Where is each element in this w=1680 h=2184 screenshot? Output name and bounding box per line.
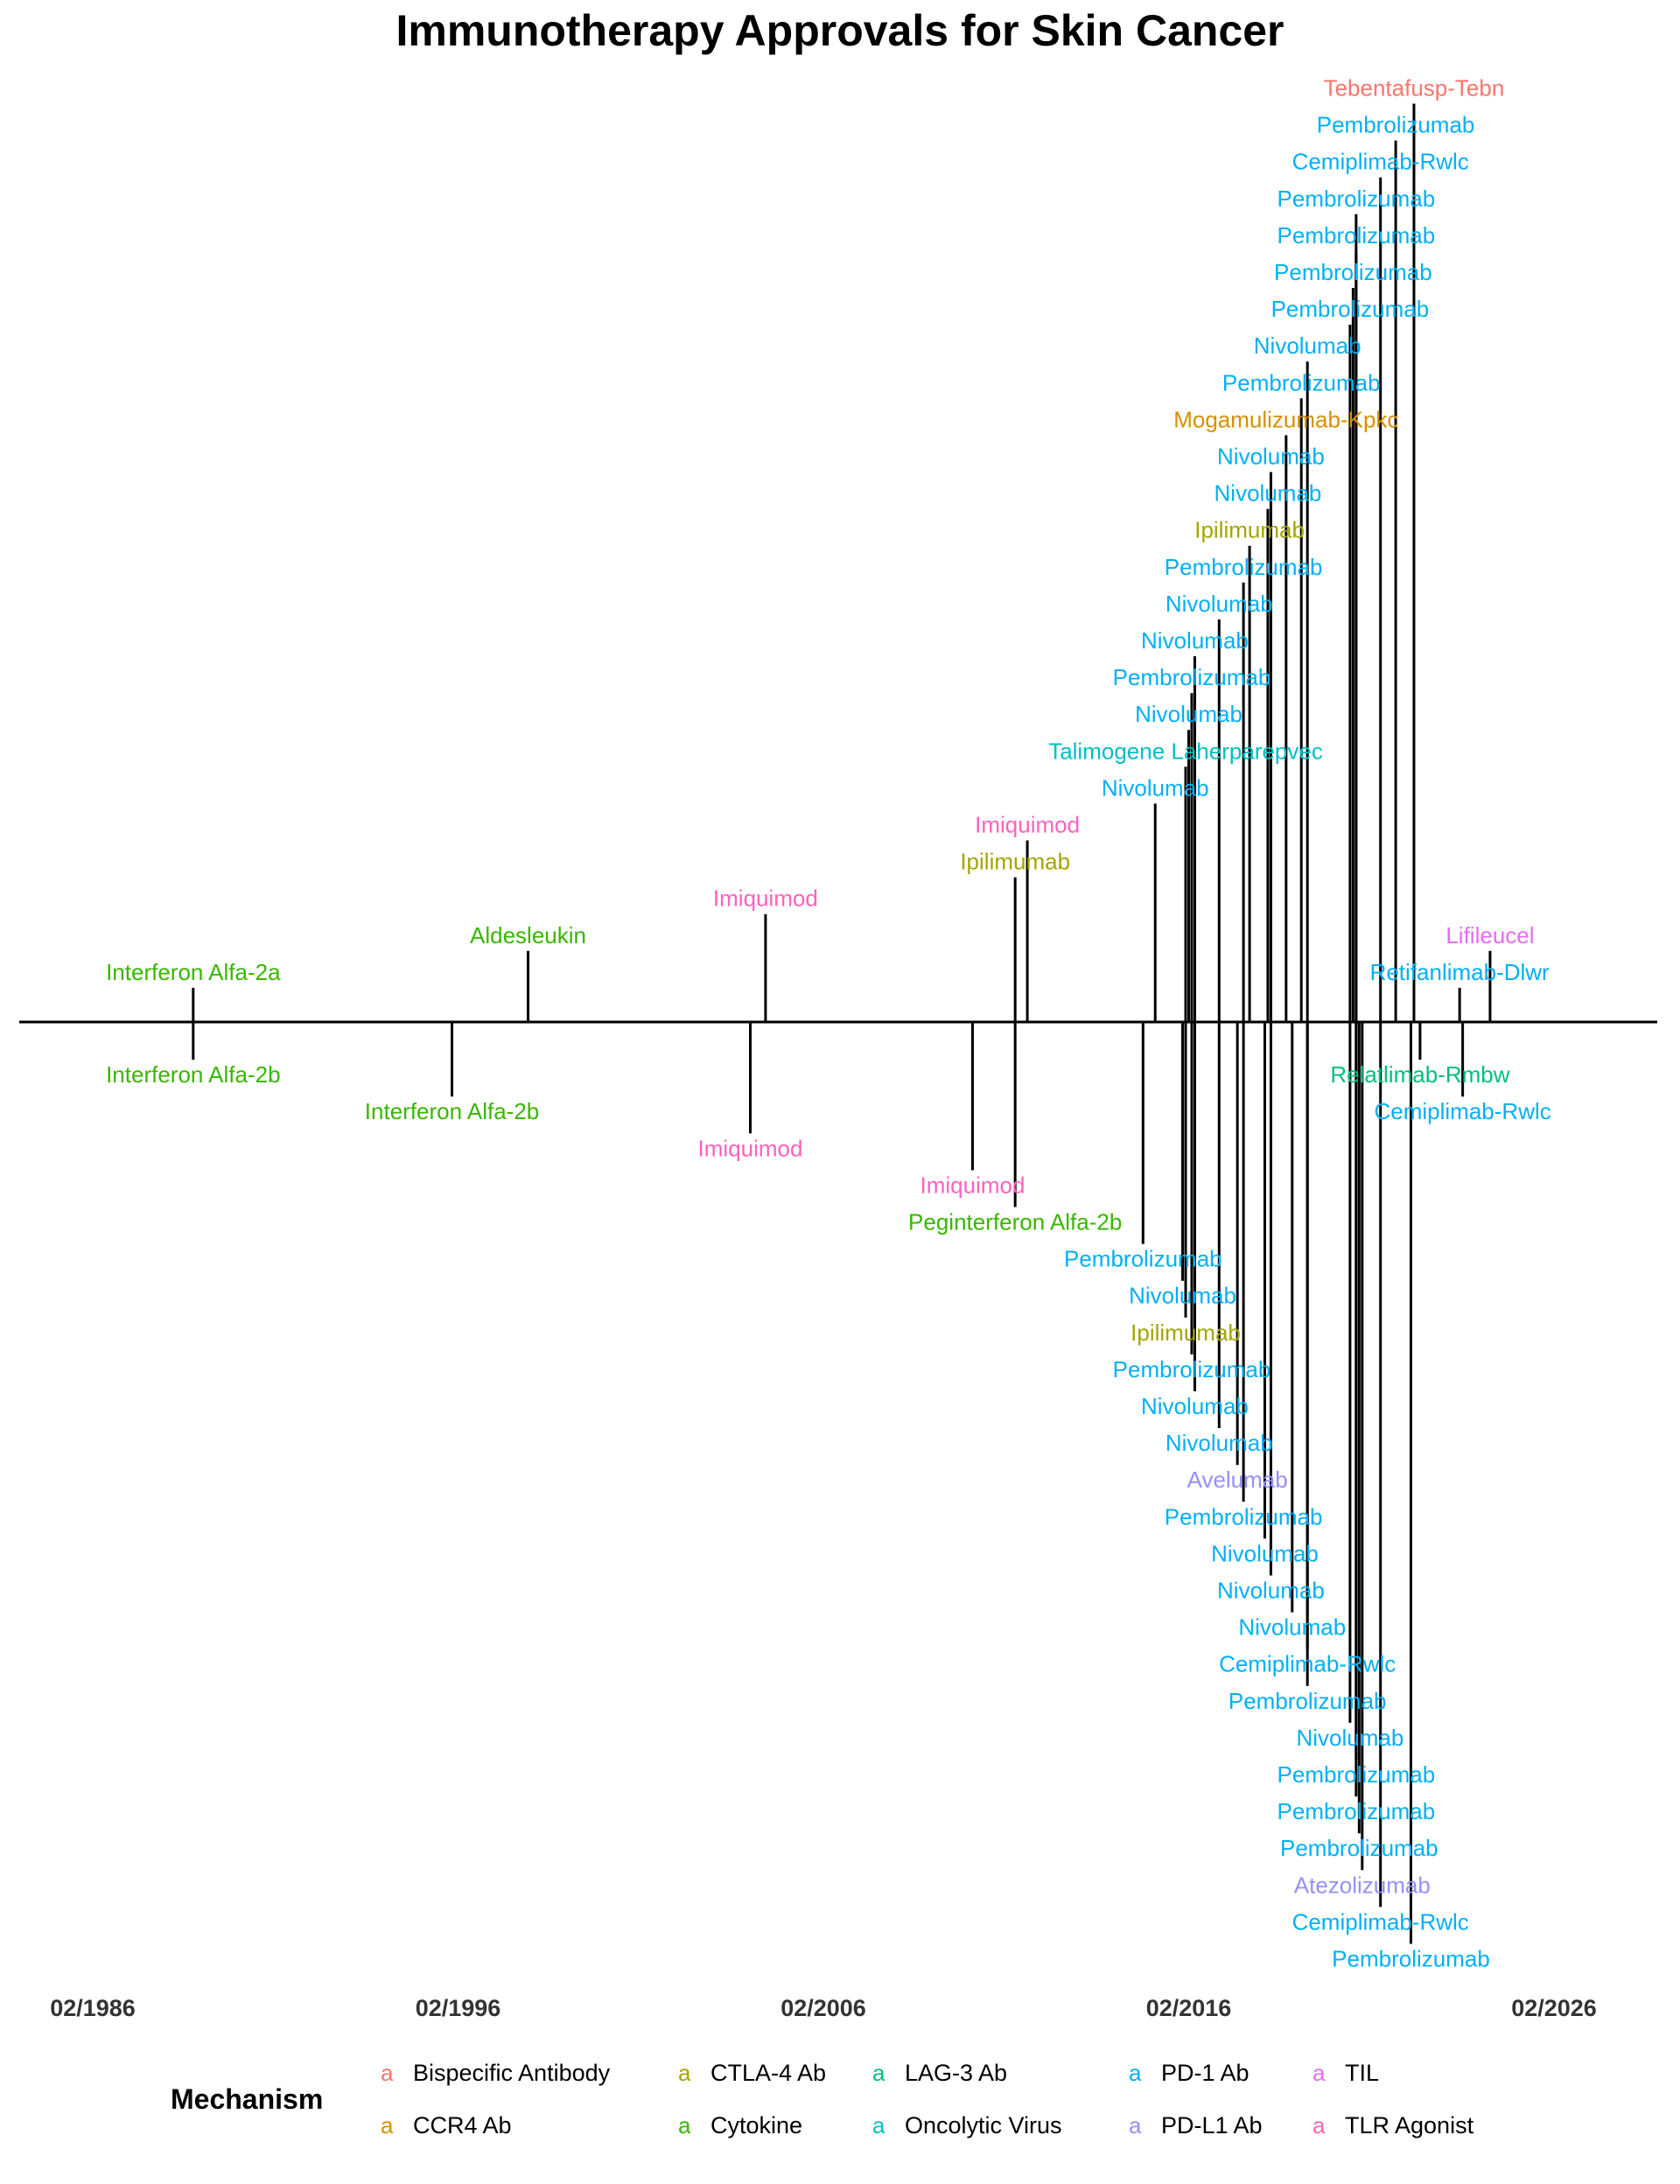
legend-label: PD-L1 Ab: [1161, 2112, 1263, 2138]
event-label: Cemiplimab-Rwlc: [1292, 149, 1469, 175]
legend-item: a TLR Agonist: [1312, 2112, 1474, 2138]
event-label: Pembrolizumab: [1278, 222, 1436, 248]
legend-label: Cytokine: [710, 2112, 802, 2138]
legend-key-glyph: a: [1129, 2060, 1142, 2086]
legend-item: a PD-1 Ab: [1129, 2060, 1250, 2086]
event-label: Imiquimod: [698, 1135, 803, 1161]
legend-item: a TIL: [1312, 2060, 1379, 2086]
event-label: Interferon Alfa-2a: [106, 959, 281, 985]
legend-label: Oncolytic Virus: [905, 2112, 1062, 2138]
event-label: Pembrolizumab: [1332, 1946, 1490, 1972]
event-label: Peginterferon Alfa-2b: [908, 1209, 1122, 1236]
event-label: Pembrolizumab: [1278, 1798, 1436, 1824]
x-tick-label: 02/2026: [1511, 1995, 1597, 2021]
event-label: Lifileucel: [1446, 922, 1534, 948]
legend-title: Mechanism: [171, 2083, 323, 2115]
event-stems: [192, 103, 1492, 1944]
legend-label: CTLA-4 Ab: [710, 2060, 826, 2086]
event-label: Pembrolizumab: [1317, 112, 1475, 138]
legend-item: a Oncolytic Virus: [872, 2112, 1062, 2138]
event-label: Pembrolizumab: [1113, 664, 1271, 690]
legend-label: TIL: [1345, 2060, 1379, 2086]
event-label: Nivolumab: [1238, 1614, 1346, 1641]
event-label: Cemiplimab-Rwlc: [1375, 1098, 1551, 1124]
event-label: Imiquimod: [713, 886, 818, 912]
event-label: Cemiplimab-Rwlc: [1219, 1651, 1396, 1677]
event-label: Pembrolizumab: [1113, 1356, 1271, 1382]
event-label: Nivolumab: [1254, 332, 1362, 359]
legend-key-glyph: a: [678, 2112, 691, 2138]
x-axis-ticks: 02/1986 02/1996 02/2006 02/2016 02/2026: [50, 1995, 1597, 2021]
legend-label: TLR Agonist: [1345, 2112, 1474, 2138]
event-label: Nivolumab: [1211, 1540, 1319, 1566]
event-label: Aldesleukin: [470, 922, 586, 948]
chart-title: Immunotherapy Approvals for Skin Cancer: [396, 6, 1284, 55]
event-label: Atezolizumab: [1294, 1872, 1431, 1898]
event-label: Mogamulizumab-Kpkc: [1173, 406, 1398, 432]
event-label: Imiquimod: [975, 812, 1080, 838]
event-label: Retifanlimab-Dlwr: [1370, 959, 1550, 985]
event-label: Pembrolizumab: [1064, 1246, 1222, 1272]
legend-key-glyph: a: [381, 2112, 394, 2138]
legend-key-glyph: a: [1129, 2112, 1142, 2138]
x-tick-label: 02/2006: [780, 1995, 866, 2021]
event-label: Interferon Alfa-2b: [106, 1061, 280, 1088]
legend-item: a Cytokine: [678, 2112, 802, 2138]
legend-item: a CTLA-4 Ab: [678, 2060, 826, 2086]
event-label: Nivolumab: [1135, 701, 1242, 727]
event-label: Tebentafusp-Tebn: [1324, 75, 1505, 102]
event-label: Pembrolizumab: [1278, 186, 1436, 212]
event-label: Nivolumab: [1214, 480, 1322, 507]
event-label: Pembrolizumab: [1165, 554, 1323, 580]
legend-item: a CCR4 Ab: [381, 2112, 512, 2138]
legend-key-glyph: a: [381, 2060, 394, 2086]
event-label: Nivolumab: [1129, 1283, 1236, 1309]
event-label: Nivolumab: [1102, 774, 1209, 801]
legend-item: a LAG-3 Ab: [872, 2060, 1007, 2086]
event-label: Pembrolizumab: [1222, 369, 1381, 396]
legend-key-glyph: a: [1312, 2112, 1326, 2138]
legend-label: PD-1 Ab: [1161, 2060, 1250, 2086]
event-label: Cemiplimab-Rwlc: [1292, 1908, 1469, 1935]
event-label: Nivolumab: [1217, 444, 1325, 470]
event-label: Ipilimumab: [960, 849, 1070, 875]
event-label: Nivolumab: [1217, 1578, 1325, 1604]
legend-item: a PD-L1 Ab: [1129, 2112, 1263, 2138]
event-label: Interferon Alfa-2b: [365, 1098, 539, 1124]
legend-item: a Bispecific Antibody: [381, 2060, 611, 2086]
event-label: Avelumab: [1187, 1466, 1288, 1493]
event-label: Nivolumab: [1141, 627, 1249, 654]
event-label: Pembrolizumab: [1278, 1761, 1436, 1788]
event-label: Pembrolizumab: [1228, 1688, 1387, 1714]
legend-label: LAG-3 Ab: [905, 2060, 1007, 2086]
event-label: Relatlimab-Rmbw: [1330, 1061, 1509, 1088]
legend-key-glyph: a: [872, 2060, 886, 2086]
x-tick-label: 02/1986: [50, 1995, 136, 2021]
event-label: Ipilimumab: [1130, 1320, 1241, 1346]
event-label: Pembrolizumab: [1280, 1835, 1438, 1861]
event-label: Nivolumab: [1166, 1430, 1273, 1456]
legend-key-glyph: a: [872, 2112, 886, 2138]
legend-key-glyph: a: [1312, 2060, 1326, 2086]
event-label: Nivolumab: [1296, 1725, 1404, 1751]
event-label: Ipilimumab: [1194, 517, 1305, 543]
event-label: Pembrolizumab: [1271, 296, 1430, 322]
event-label: Imiquimod: [920, 1172, 1026, 1198]
legend-label: CCR4 Ab: [413, 2112, 512, 2138]
event-label: Pembrolizumab: [1274, 259, 1432, 285]
x-tick-label: 02/2016: [1146, 1995, 1232, 2021]
event-label: Nivolumab: [1166, 591, 1273, 617]
legend-key-glyph: a: [678, 2060, 691, 2086]
event-label: Pembrolizumab: [1165, 1503, 1323, 1530]
x-tick-label: 02/1996: [416, 1995, 501, 2021]
legend-label: Bispecific Antibody: [413, 2060, 611, 2086]
event-label: Nivolumab: [1141, 1393, 1249, 1419]
event-label: Talimogene Laherparepvec: [1048, 738, 1323, 764]
